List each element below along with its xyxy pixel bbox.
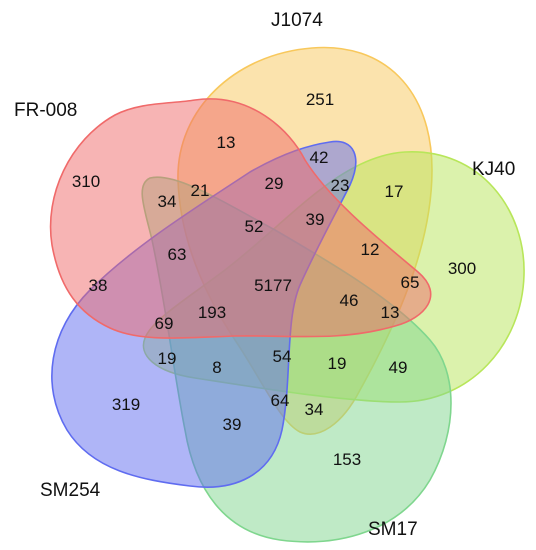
count-region-38: 38 (89, 276, 108, 295)
count-region-54: 54 (273, 347, 292, 366)
count-region-19a: 19 (158, 349, 177, 368)
count-region-64: 64 (271, 391, 290, 410)
count-fr008-only: 310 (72, 172, 100, 191)
set-label-j1074: J1074 (271, 10, 323, 31)
count-region-21: 21 (191, 181, 210, 200)
count-region-13b: 13 (381, 303, 400, 322)
region-counts: 310 251 300 153 319 13 42 23 17 21 29 34… (72, 90, 476, 469)
count-region-34b: 34 (305, 400, 324, 419)
count-sm254-only: 319 (112, 395, 140, 414)
count-region-49: 49 (389, 358, 408, 377)
set-label-sm254: SM254 (40, 480, 101, 501)
count-region-12: 12 (361, 240, 380, 259)
set-labels: FR-008 J1074 KJ40 SM17 SM254 (14, 10, 515, 540)
count-region-63: 63 (168, 245, 187, 264)
count-region-19b: 19 (328, 354, 347, 373)
count-kj40-only: 300 (448, 259, 476, 278)
count-region-39a: 39 (306, 210, 325, 229)
count-region-34a: 34 (158, 192, 177, 211)
count-region-5177: 5177 (254, 276, 292, 295)
set-label-kj40: KJ40 (472, 159, 515, 180)
count-region-13a: 13 (217, 133, 236, 152)
count-region-65: 65 (401, 273, 420, 292)
count-region-193: 193 (198, 303, 226, 322)
count-region-46: 46 (340, 291, 359, 310)
set-label-sm17: SM17 (368, 519, 418, 540)
count-region-69: 69 (155, 314, 174, 333)
count-region-42: 42 (310, 148, 329, 167)
count-region-29: 29 (265, 174, 284, 193)
set-fr008-shape (49, 98, 432, 339)
set-shapes (49, 46, 525, 543)
set-label-fr008: FR-008 (14, 100, 77, 121)
count-region-23: 23 (331, 176, 350, 195)
count-sm17-only: 153 (333, 450, 361, 469)
count-region-17: 17 (385, 182, 404, 201)
count-region-52: 52 (245, 217, 264, 236)
count-region-8: 8 (212, 358, 221, 377)
count-j1074-only: 251 (306, 90, 334, 109)
count-region-39b: 39 (223, 415, 242, 434)
